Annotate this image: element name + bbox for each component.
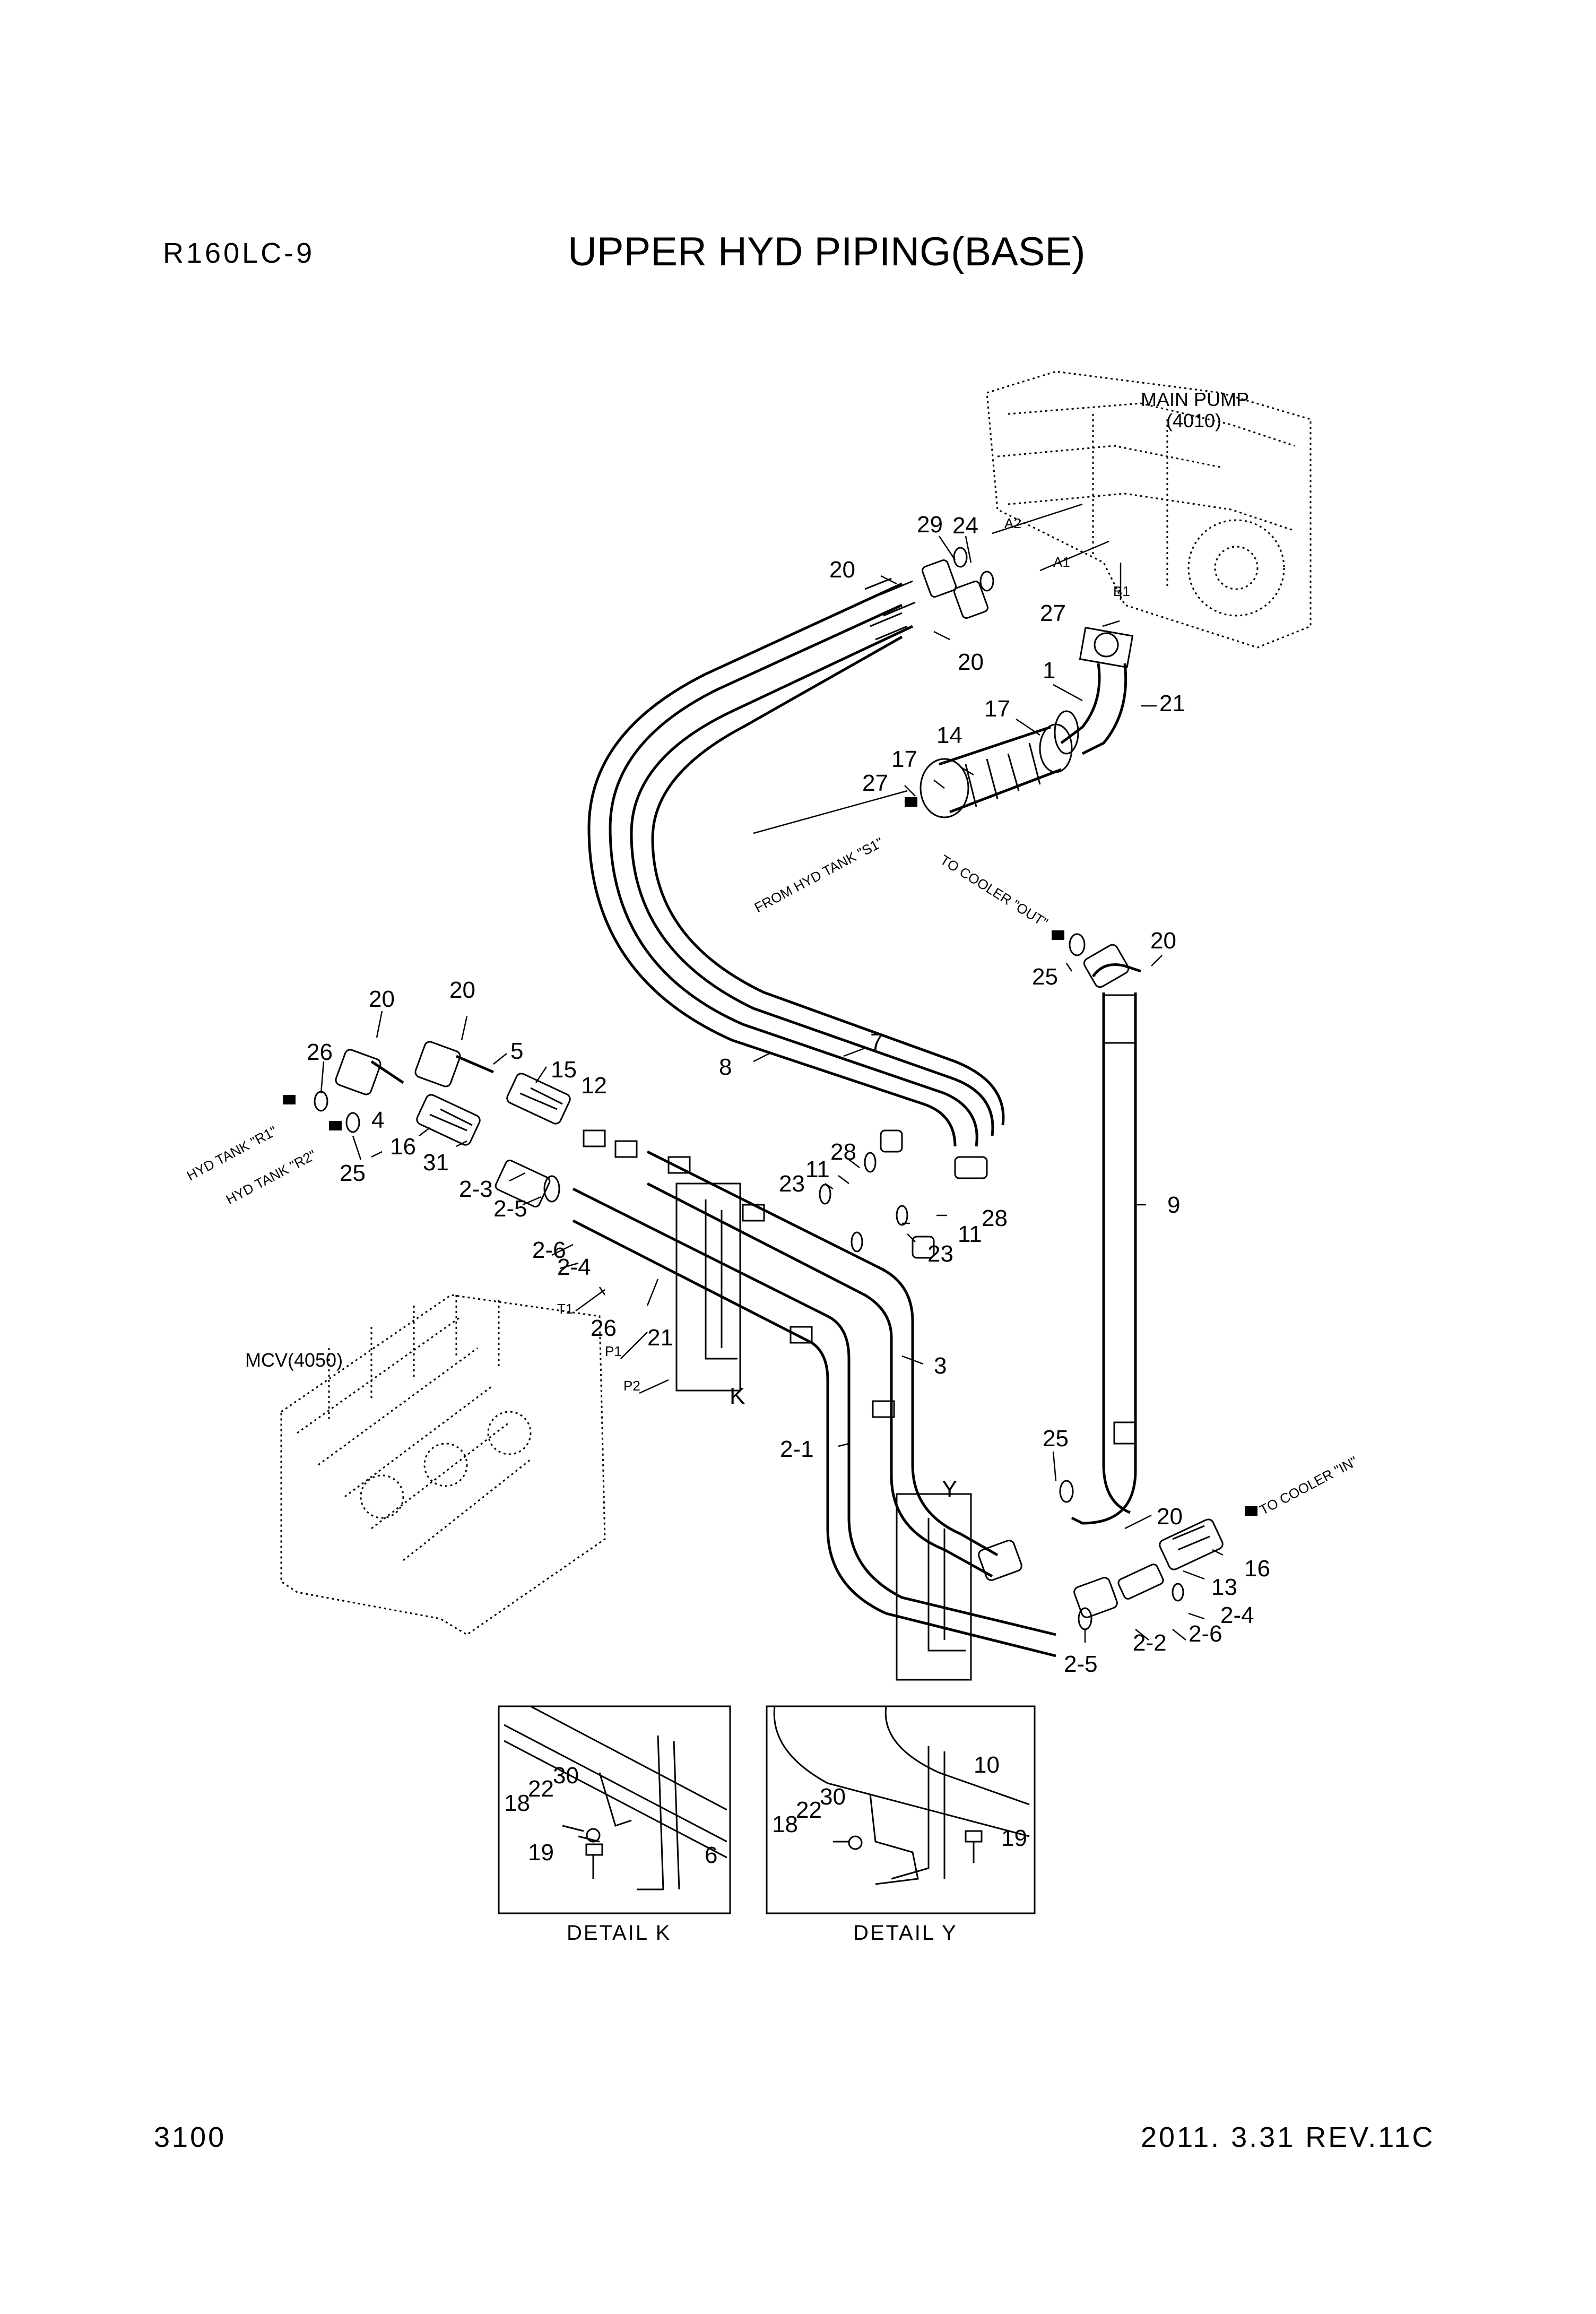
callout-30a: 30: [553, 1763, 579, 1789]
cooler-in-fitting: [1117, 1518, 1224, 1602]
callout-leaders: [320, 536, 1224, 1643]
callout-3: 3: [934, 1353, 947, 1379]
callout-6: 6: [705, 1842, 717, 1868]
callout-8: 8: [719, 1054, 732, 1080]
callout-7: 7: [870, 1029, 883, 1055]
model-code: R160LC-9: [163, 237, 315, 269]
callout-24: 24: [952, 513, 978, 539]
callout-16b: 16: [1244, 1556, 1270, 1582]
page-number: 3100: [154, 2121, 226, 2153]
callout-23b: 23: [927, 1241, 953, 1267]
tank-return-fittings: [314, 1041, 571, 1208]
detail-y-marker: Y: [942, 1476, 957, 1502]
callout-17a: 17: [984, 696, 1010, 722]
callout-20f: 20: [1157, 1504, 1183, 1530]
pressure-hoses: [587, 580, 1005, 1147]
callout-9: 9: [1167, 1192, 1180, 1218]
callout-20a: 20: [829, 557, 855, 583]
page-title: UPPER HYD PIPING(BASE): [568, 229, 1086, 274]
to-cooler-in-label: TO COOLER "IN": [1257, 1453, 1360, 1518]
callout-2-4b: 2-4: [1220, 1602, 1254, 1628]
main-pump-outline: [986, 370, 1312, 649]
revision-label: 2011. 3.31 REV.11C: [1141, 2121, 1435, 2153]
callout-2-1: 2-1: [780, 1436, 814, 1462]
callout-2-2: 2-2: [1133, 1630, 1167, 1656]
callout-28b: 28: [982, 1205, 1008, 1231]
callout-13: 13: [1211, 1574, 1237, 1600]
main-pump-label: MAIN PUMP: [1141, 388, 1249, 410]
port-p1-label: P1: [605, 1343, 622, 1359]
callout-18b: 18: [772, 1811, 798, 1837]
callout-10: 10: [974, 1752, 1000, 1778]
callout-30b: 30: [820, 1784, 846, 1810]
detail-k-drawing: [504, 1705, 727, 1890]
callout-28a: 28: [830, 1139, 856, 1165]
callout-11a: 11: [805, 1156, 830, 1182]
port-p2-label: P2: [623, 1378, 640, 1394]
to-cooler-out-label: TO COOLER "OUT": [938, 852, 1051, 931]
callout-17b: 17: [891, 746, 917, 772]
callout-27a: 27: [1040, 600, 1066, 626]
detail-y-drawing: [773, 1706, 1030, 1885]
callout-27b: 27: [862, 770, 888, 796]
port-b1-label: B1: [1113, 583, 1130, 599]
callout-22b: 22: [796, 1797, 822, 1823]
callout-20c: 20: [1150, 928, 1176, 954]
callout-20d: 20: [369, 986, 395, 1012]
callout-25a: 25: [1032, 964, 1058, 990]
bracket-y: [896, 1493, 972, 1681]
suction-elbow: [1054, 626, 1134, 755]
callout-18a: 18: [504, 1790, 530, 1816]
callout-26a: 26: [307, 1039, 333, 1065]
callout-2-3: 2-3: [459, 1176, 493, 1202]
callout-21b: 21: [647, 1325, 673, 1351]
connector-fittings: [583, 1129, 988, 1418]
callout-29: 29: [917, 512, 943, 538]
callout-4: 4: [371, 1107, 384, 1133]
callout-15: 15: [551, 1057, 577, 1083]
detail-k-box: [498, 1705, 731, 1914]
callout-2-4a: 2-4: [557, 1254, 591, 1280]
callout-19b: 19: [1001, 1825, 1027, 1851]
callout-12: 12: [581, 1073, 607, 1099]
callout-2-5a: 2-5: [493, 1196, 527, 1222]
bracket-k: [675, 1182, 741, 1392]
port-t1-label: T1: [557, 1301, 573, 1317]
callout-23a: 23: [779, 1171, 805, 1197]
callout-2-5b: 2-5: [1064, 1651, 1098, 1677]
detail-y-box: [766, 1705, 1036, 1914]
callout-16a: 16: [390, 1134, 416, 1160]
callout-21a: 21: [1159, 690, 1185, 716]
callout-20b: 20: [958, 649, 984, 675]
callout-1: 1: [1043, 658, 1055, 684]
callout-11b: 11: [958, 1221, 982, 1247]
mcv-label: MCV(4050): [245, 1349, 343, 1371]
mcv-outline: [280, 1294, 606, 1636]
callout-19a: 19: [528, 1840, 554, 1866]
detail-k-title: DETAIL K: [567, 1921, 671, 1945]
callout-2-6a: 2-6: [532, 1237, 566, 1263]
callout-26b: 26: [591, 1315, 617, 1341]
callout-25b: 25: [340, 1160, 366, 1186]
callout-25c: 25: [1043, 1426, 1069, 1452]
callout-20e: 20: [449, 977, 475, 1003]
callout-14: 14: [936, 722, 962, 748]
detail-k-marker: K: [730, 1383, 745, 1409]
suction-hose: [920, 723, 1073, 818]
from-hyd-tank-label: FROM HYD TANK "S1": [752, 834, 886, 916]
callout-22a: 22: [528, 1776, 554, 1802]
callout-5: 5: [510, 1038, 523, 1064]
main-pump-code: (4010): [1166, 410, 1221, 431]
main-return-pipes: [572, 1150, 1118, 1657]
callout-2-6b: 2-6: [1189, 1621, 1222, 1647]
cooler-return-pipe: [1069, 933, 1141, 1525]
detail-y-title: DETAIL Y: [853, 1921, 958, 1945]
callout-31: 31: [423, 1150, 449, 1176]
